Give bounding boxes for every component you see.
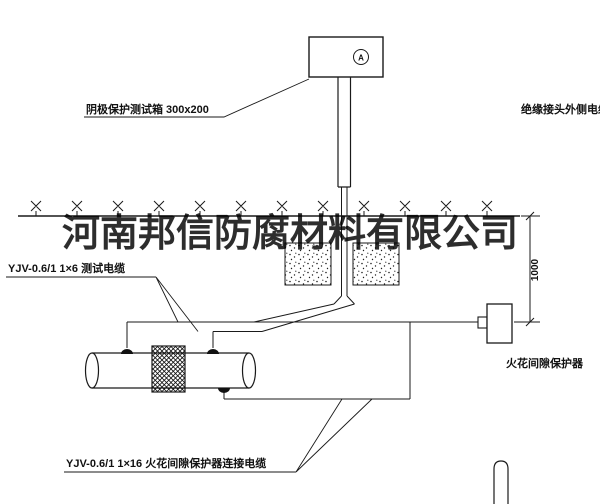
pipeline-cap-left	[84, 352, 100, 389]
concrete-block-right	[352, 242, 400, 286]
pole-casing	[337, 77, 352, 188]
pipe-riser-symbol	[493, 460, 509, 504]
spark-gap-protector	[486, 303, 513, 344]
dimension-line	[514, 211, 540, 327]
weld-terminal-bottom	[218, 388, 230, 393]
pipeline-cap-right	[241, 352, 257, 389]
spark-gap-cable-label: YJV-0.6/1 1×16 火花间隙保护器连接电缆	[66, 456, 266, 470]
outer-cable-label: 绝缘接头外侧电缆	[521, 102, 600, 116]
cable-run-upper	[126, 321, 478, 348]
conduit	[333, 187, 355, 305]
insulating-joint	[151, 345, 186, 393]
weld-terminal-left	[121, 349, 133, 354]
ammeter-label: A	[358, 54, 364, 63]
test-cable-diagonals	[253, 303, 355, 332]
test-box-leader-line	[84, 78, 310, 118]
weld-terminal-right	[207, 349, 219, 354]
spark-gap-label: 火花间隙保护器	[506, 356, 584, 370]
ammeter-circle	[353, 49, 369, 65]
test-box	[308, 36, 384, 78]
ground-marks	[30, 200, 493, 216]
spark-gap-cable-leader-line	[64, 398, 373, 473]
test-cable-label: YJV-0.6/1 1×6 测试电缆	[8, 261, 125, 275]
concrete-block-left	[284, 242, 332, 286]
watermark-text: 河南邦信防腐材料有限公司	[62, 210, 518, 255]
test-cable-leader-line	[6, 276, 199, 332]
test-box-label: 阴极保护测试箱 300x200	[86, 102, 209, 116]
spark-gap-connector	[477, 316, 488, 329]
dimension-label: 1000	[530, 258, 541, 281]
